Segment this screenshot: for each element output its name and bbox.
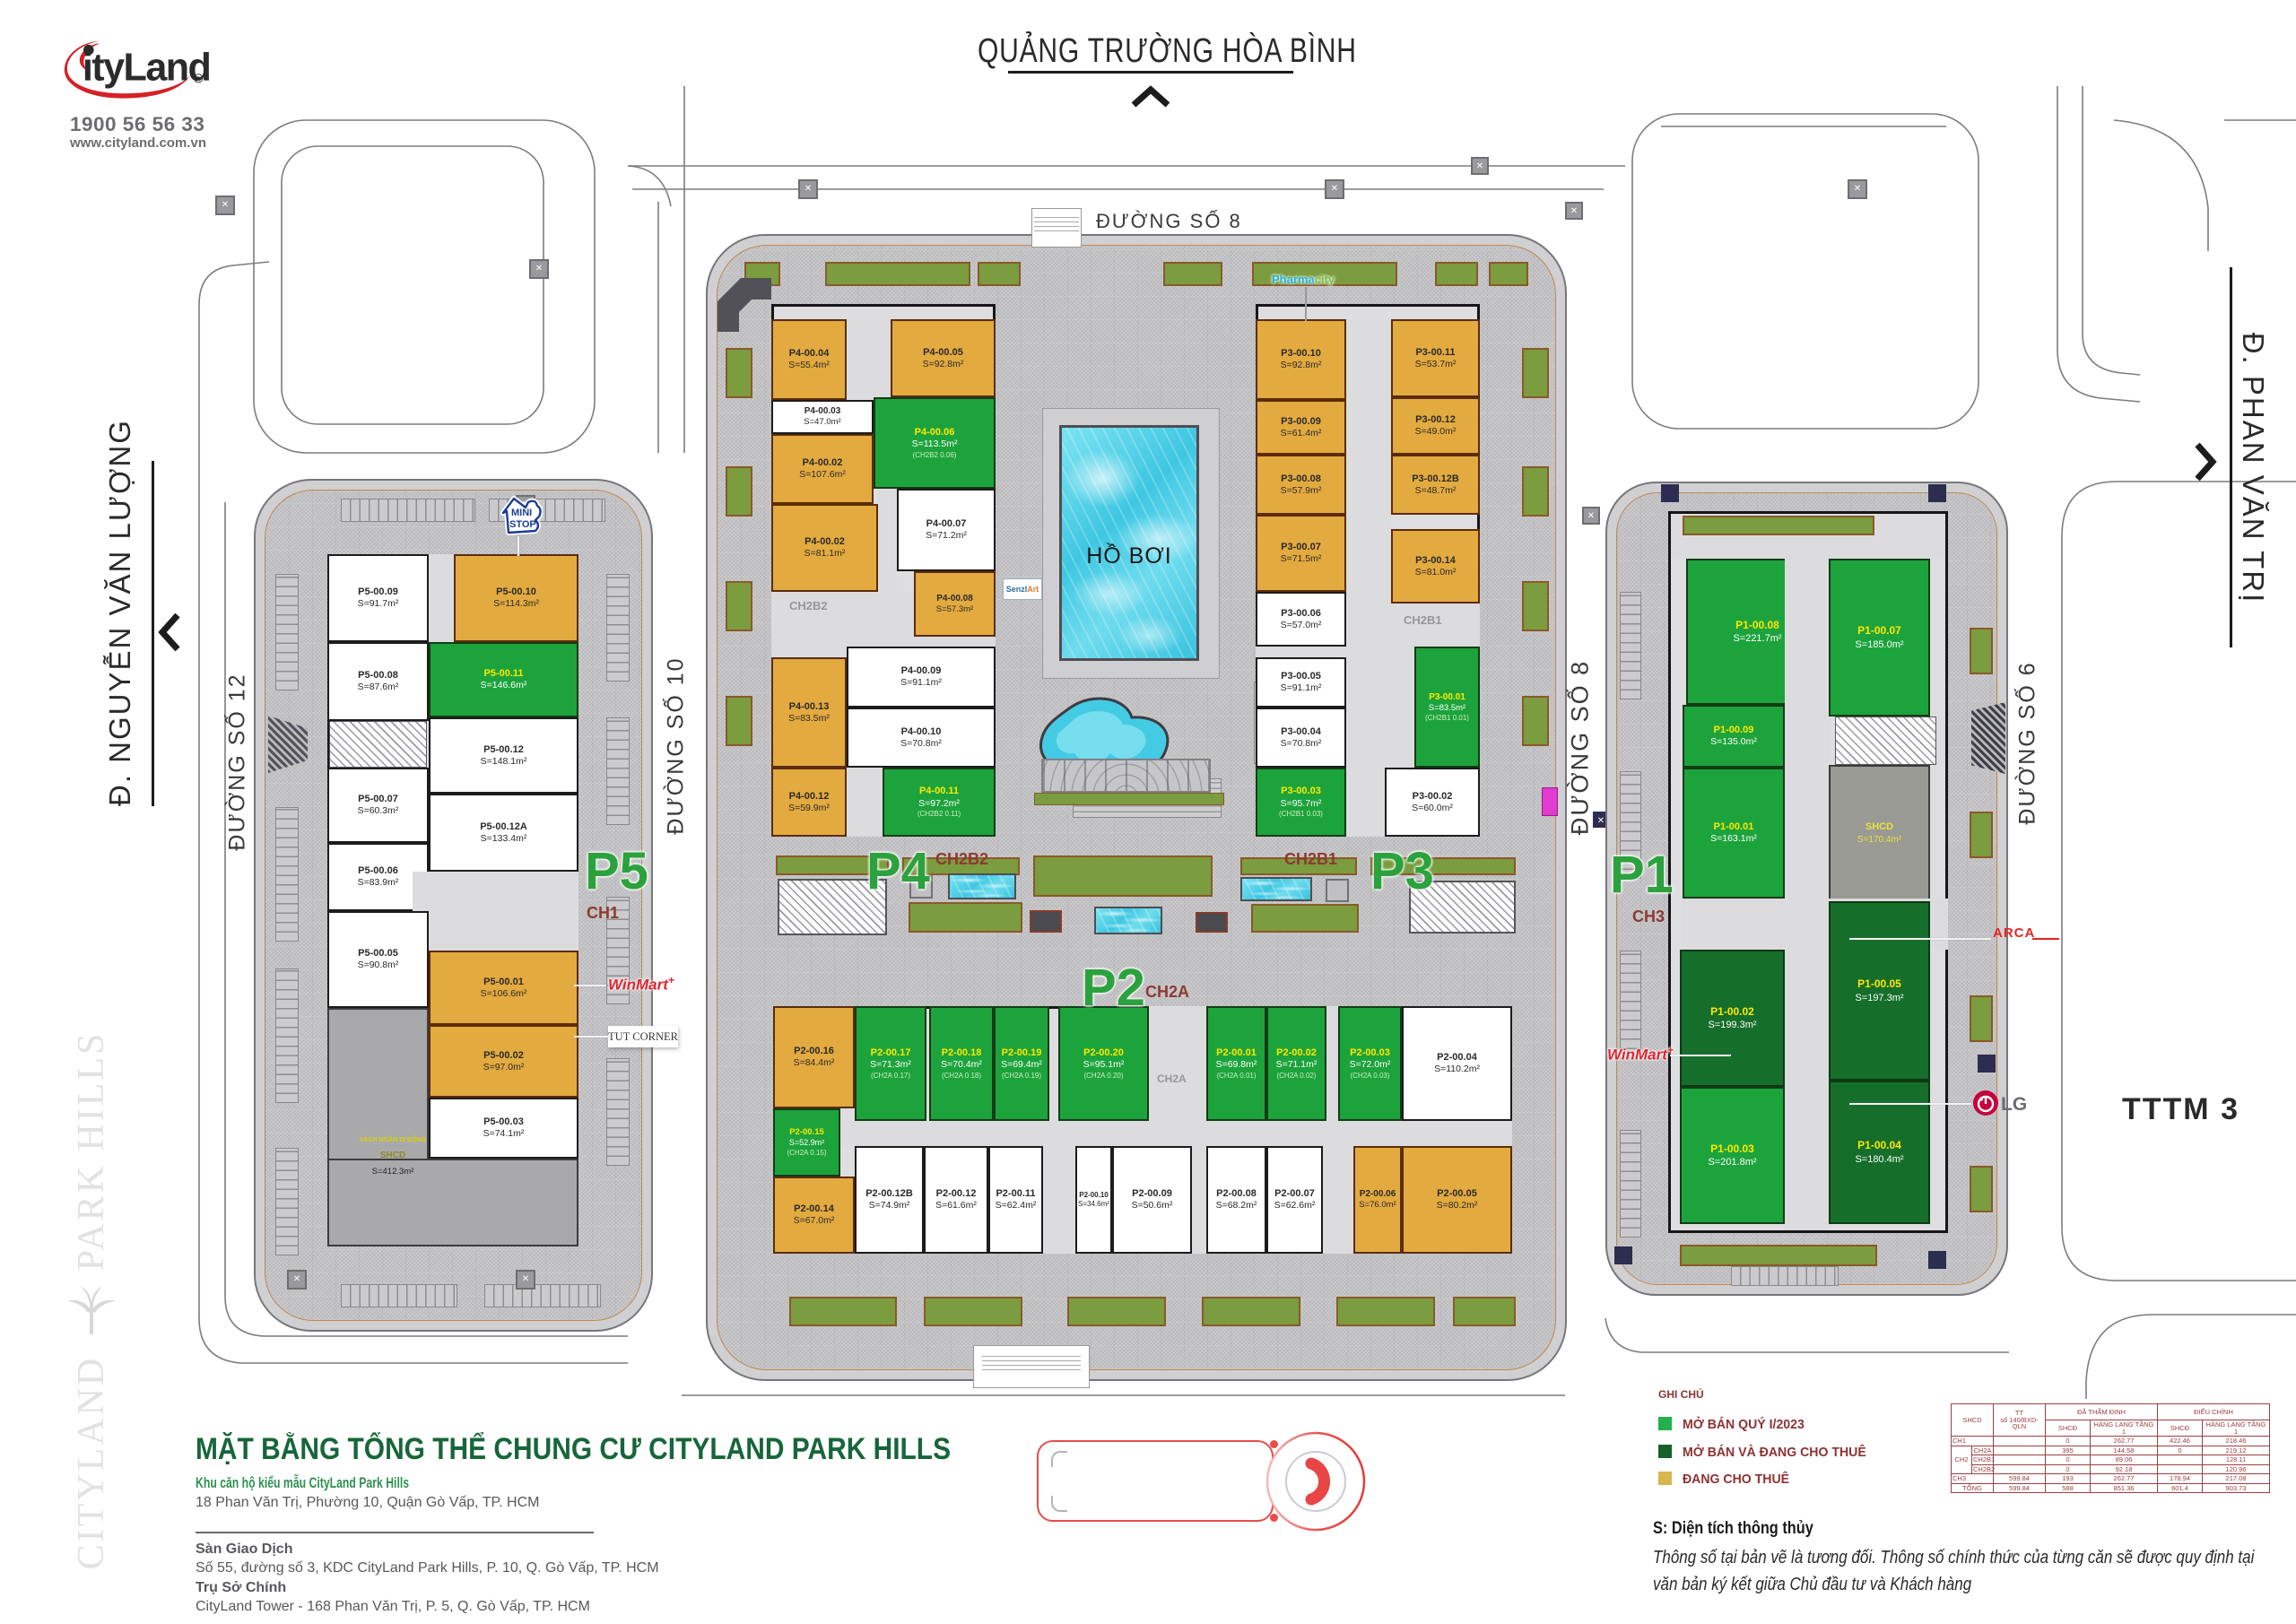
svg-text:STOP: STOP xyxy=(509,519,536,530)
svg-text:LG: LG xyxy=(2001,1094,2027,1115)
svg-text:ityLand: ityLand xyxy=(83,47,211,90)
svg-text:R: R xyxy=(196,76,201,83)
svg-text:MINI: MINI xyxy=(511,508,532,518)
